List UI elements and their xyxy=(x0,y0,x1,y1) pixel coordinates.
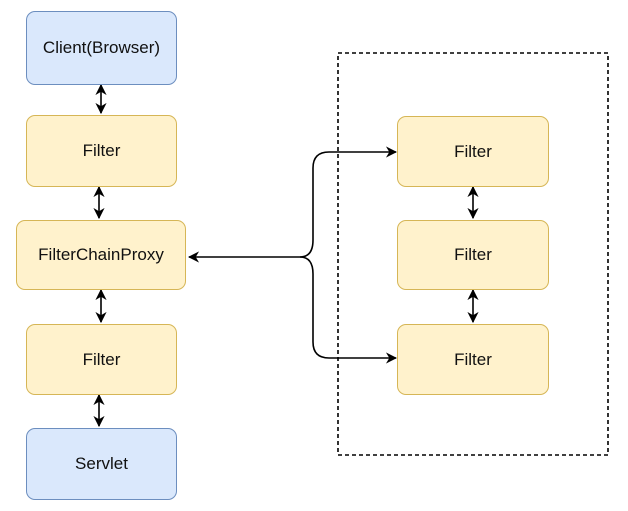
chain-filter-node-2: Filter xyxy=(397,220,549,290)
filter-node-top: Filter xyxy=(26,115,177,187)
chain-filter-node-1: Filter xyxy=(397,116,549,187)
filter-chain-container xyxy=(337,52,609,456)
filter-chain-proxy-node: FilterChainProxy xyxy=(16,220,186,290)
filter-node-bottom: Filter xyxy=(26,324,177,395)
edge-proxy-to-chain-top xyxy=(299,146,398,258)
chain-filter-node-3: Filter xyxy=(397,324,549,395)
edge-proxy-to-chain-bottom xyxy=(299,256,398,364)
client-browser-node: Client(Browser) xyxy=(26,11,177,85)
servlet-node: Servlet xyxy=(26,428,177,500)
